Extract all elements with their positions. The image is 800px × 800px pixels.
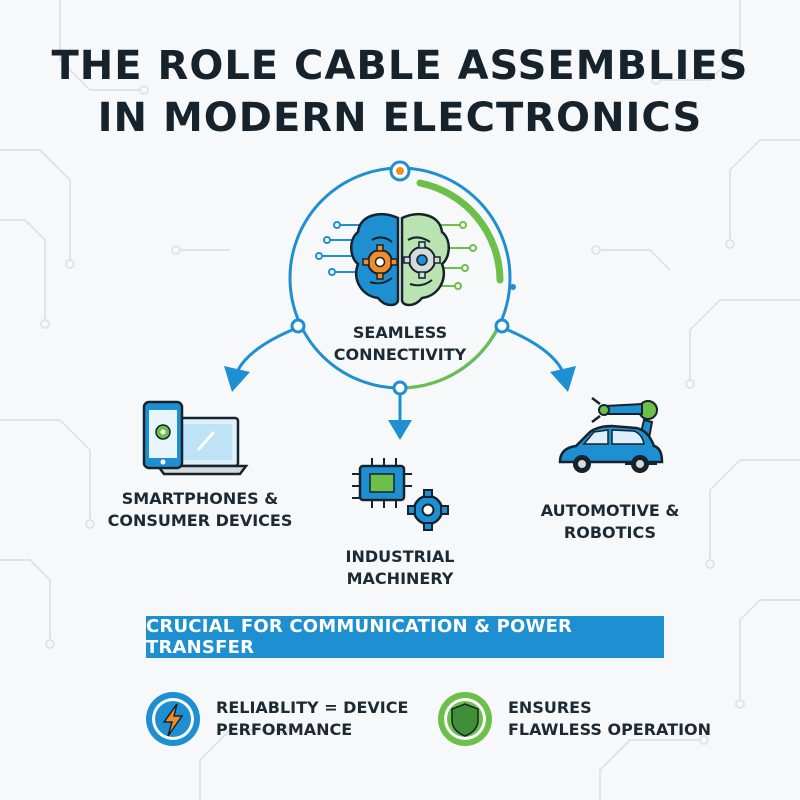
title-line-1: THE ROLE CABLE ASSEMBLIES (51, 43, 749, 89)
hub-node-left (290, 318, 306, 334)
lightning-icon (146, 692, 200, 746)
arrow-down (388, 394, 412, 440)
branch-label-line-1: INDUSTRIAL (345, 547, 455, 566)
hub-green-arc-bottom (399, 326, 500, 390)
feature-flawless: ENSURES FLAWLESS OPERATION (508, 697, 711, 741)
chip-gear-icon (352, 458, 449, 531)
branch-label-line-1: SMARTPHONES & (121, 489, 279, 508)
feature-line-2: FLAWLESS OPERATION (508, 720, 712, 739)
hub-label: SEAMLESS CONNECTIVITY (330, 322, 470, 366)
feature-line-1: RELIABLITY = DEVICE (216, 698, 409, 717)
shield-icon (438, 692, 492, 746)
branch-label-line-2: MACHINERY (346, 569, 454, 588)
hub-label-line-1: SEAMLESS (352, 323, 448, 342)
hub-node-right (494, 318, 510, 334)
page-title: THE ROLE CABLE ASSEMBLIES IN MODERN ELEC… (0, 40, 800, 144)
branch-label-line-2: CONSUMER DEVICES (107, 511, 293, 530)
arrow-right (507, 328, 576, 392)
hub-label-line-2: CONNECTIVITY (333, 345, 467, 364)
branch-label-line-1: AUTOMOTIVE & (540, 501, 680, 520)
feature-line-2: PERFORMANCE (216, 720, 353, 739)
feature-text: RELIABLITY = DEVICE PERFORMANCE (216, 697, 408, 741)
branch-label-consumer: SMARTPHONES & CONSUMER DEVICES (100, 488, 300, 532)
feature-text: ENSURES FLAWLESS OPERATION (508, 697, 711, 741)
brain-gears-icon (315, 213, 477, 307)
smartphone-laptop-icon (142, 400, 249, 476)
feature-reliability: RELIABLITY = DEVICE PERFORMANCE (216, 697, 408, 741)
feature-line-1: ENSURES (508, 698, 592, 717)
branch-label-line-2: ROBOTICS (563, 523, 657, 542)
communication-banner: CRUCIAL FOR COMMUNICATION & POWER TRANSF… (146, 616, 664, 658)
car-robot-arm-icon (558, 397, 664, 473)
arrow-left (224, 328, 293, 392)
hub-node-bottom (392, 380, 408, 396)
hub-green-arc-top (416, 179, 504, 284)
branch-label-industrial: INDUSTRIAL MACHINERY (320, 546, 480, 590)
branch-label-automotive: AUTOMOTIVE & ROBOTICS (530, 500, 690, 544)
title-line-2: IN MODERN ELECTRONICS (97, 95, 703, 141)
